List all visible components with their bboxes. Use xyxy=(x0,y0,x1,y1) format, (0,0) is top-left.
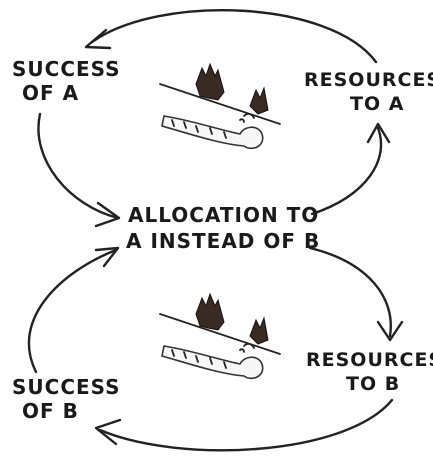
arrow-allocation-to-resources-a xyxy=(310,126,383,216)
node-allocation-line1: ALLOCATION TO xyxy=(128,203,319,227)
node-resources-a-line2: TO A xyxy=(350,93,404,115)
node-allocation: ALLOCATION TO A INSTEAD OF B xyxy=(126,203,320,253)
arrow-success-a-to-allocation xyxy=(37,112,120,220)
snowball-hill-icon xyxy=(159,62,281,150)
arrowhead-success-b xyxy=(94,418,122,446)
arrow-allocation-to-resources-b xyxy=(308,246,392,338)
arrowhead-resources-b xyxy=(376,320,404,342)
arrowhead-allocation-from-b xyxy=(94,246,120,268)
arrowhead-allocation-from-a xyxy=(94,201,121,228)
arrow-resources-b-to-success-b xyxy=(98,398,394,452)
node-success-a-line1: SUCCESS xyxy=(12,57,121,81)
node-resources-a: RESOURCES TO A xyxy=(304,69,433,115)
node-success-b-line1: SUCCESS xyxy=(12,375,121,399)
arrow-resources-a-to-success-a xyxy=(90,9,378,64)
node-success-b-line2: OF B xyxy=(22,399,79,423)
node-resources-b: RESOURCES TO B xyxy=(306,349,433,395)
node-success-b: SUCCESS OF B xyxy=(12,375,121,423)
node-resources-a-line1: RESOURCES xyxy=(304,69,433,91)
node-allocation-line2: A INSTEAD OF B xyxy=(126,229,320,253)
node-success-a: SUCCESS OF A xyxy=(12,57,121,105)
arrow-success-b-to-allocation xyxy=(27,248,118,374)
node-resources-b-line2: TO B xyxy=(346,373,400,395)
snowball-hill-icon xyxy=(159,292,281,380)
arrowhead-resources-a xyxy=(366,122,391,144)
node-resources-b-line1: RESOURCES xyxy=(306,349,433,371)
node-success-a-line2: OF A xyxy=(22,81,79,105)
arrowhead-success-a xyxy=(84,28,112,50)
